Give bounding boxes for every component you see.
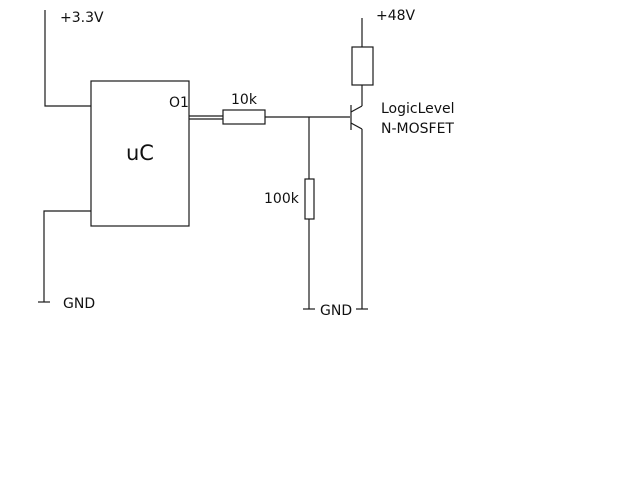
mosfet-source-leg	[350, 122, 363, 130]
mosfet-drain-leg	[350, 105, 363, 113]
label-mosfet-line2: N-MOSFET	[381, 121, 454, 137]
wire-3v3-to-uc	[44, 10, 91, 107]
label-supply-48v: +48V	[376, 8, 416, 24]
label-gnd-left: GND	[63, 296, 95, 312]
label-resistor-10k: 10k	[231, 92, 258, 108]
label-resistor-100k: 100k	[264, 191, 300, 207]
wire-uc-to-gnd	[43, 210, 91, 302]
load-resistor	[351, 46, 374, 86]
label-supply-3v3: +3.3V	[60, 10, 104, 26]
label-uc: uC	[126, 141, 154, 165]
label-gnd-right: GND	[320, 303, 352, 319]
label-mosfet-line1: LogicLevel	[381, 101, 455, 117]
label-pin-o1: O1	[169, 95, 189, 111]
microcontroller-block	[90, 80, 190, 227]
resistor-100k	[304, 178, 315, 220]
resistor-10k	[222, 109, 266, 125]
